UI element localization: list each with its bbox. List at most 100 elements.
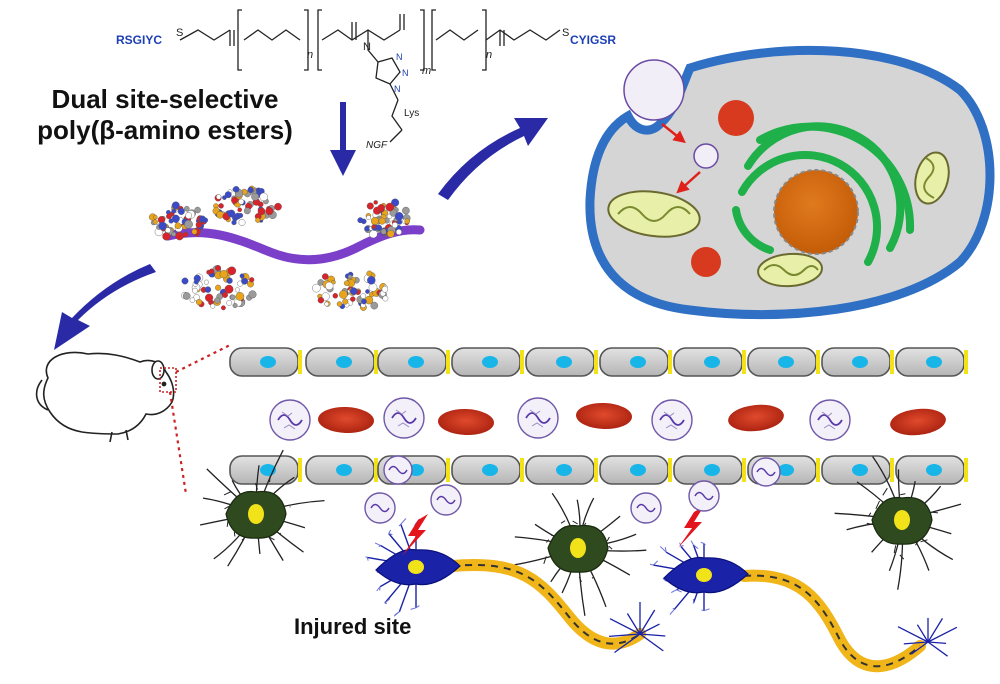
tight-junction <box>298 350 302 374</box>
endothelial-cell <box>229 455 299 485</box>
nanoparticle <box>651 399 693 441</box>
tight-junction <box>816 458 820 482</box>
zoom-dotted-lines <box>168 343 233 495</box>
tight-junction <box>890 458 894 482</box>
lysosome-top <box>718 100 754 136</box>
tight-junction <box>742 458 746 482</box>
cell <box>585 45 995 320</box>
endothelial-cell <box>821 455 891 485</box>
nanoparticle <box>364 492 396 524</box>
axon-terminal <box>609 602 666 654</box>
chemical-structure <box>179 9 561 143</box>
chemical-labels: RSGIYC S n N m n S CYIGSR N N N Lys NGF <box>116 27 616 151</box>
protein-cluster-group <box>148 185 411 311</box>
endothelial-cell <box>229 347 299 377</box>
nitrogen-label: N <box>363 41 371 53</box>
triazole-n3: N <box>394 84 401 94</box>
red-blood-cell <box>890 408 946 436</box>
tight-junction <box>964 350 968 374</box>
injury-lightning <box>402 506 704 556</box>
tight-junction <box>374 458 378 482</box>
tight-junction <box>594 458 598 482</box>
tight-junction <box>520 458 524 482</box>
astrocyte <box>199 449 325 567</box>
sulfur-left-label: S <box>176 27 183 39</box>
red-blood-cell <box>728 404 784 432</box>
tight-junction <box>742 350 746 374</box>
blood-contents <box>269 397 946 487</box>
endothelial-cell <box>525 347 595 377</box>
nanoparticle-entering <box>623 59 719 169</box>
right-peptide-label: CYIGSR <box>570 33 616 47</box>
vessel-upper-row <box>229 347 968 377</box>
arrow-to-cell <box>438 118 548 200</box>
protein-cluster <box>312 270 389 311</box>
endothelial-cell <box>451 455 521 485</box>
tight-junction <box>964 458 968 482</box>
red-blood-cell <box>318 406 374 434</box>
repeat-m-label: m <box>422 65 431 77</box>
nanoparticle-transcytosis <box>751 457 781 487</box>
axon-terminal <box>897 617 958 657</box>
protein-cluster <box>181 265 257 311</box>
nanoparticle <box>269 399 311 441</box>
title-line-2: poly(β-amino esters) <box>37 115 293 145</box>
protein-cluster <box>357 198 411 239</box>
injured-site-label: Injured site <box>294 614 412 639</box>
endothelial-cell <box>305 347 375 377</box>
endothelial-cell <box>377 347 447 377</box>
vessel-lower-row <box>229 455 968 485</box>
lysosome-bottom <box>691 247 721 277</box>
triazole-n1: N <box>396 52 403 62</box>
protein-cluster <box>148 201 209 241</box>
tight-junction <box>298 458 302 482</box>
astrocyte <box>514 492 647 616</box>
tight-junction <box>594 350 598 374</box>
mitochondria <box>607 151 950 288</box>
mouse-outline <box>35 351 175 443</box>
endothelial-cell <box>525 455 595 485</box>
endothelial-cell <box>895 455 965 485</box>
diagram-title: Dual site-selective poly(β-amino esters) <box>20 84 310 146</box>
endothelial-cell <box>821 347 891 377</box>
ngf-label: NGF <box>366 140 388 151</box>
endothelial-cell <box>673 455 743 485</box>
tight-junction <box>446 350 450 374</box>
axons <box>446 559 926 673</box>
tight-junction <box>668 350 672 374</box>
arrow-to-mouse <box>54 264 156 350</box>
repeat-n2-label: n <box>486 49 492 61</box>
tight-junction <box>520 350 524 374</box>
nanoparticle <box>430 484 462 516</box>
neurons <box>365 518 958 657</box>
endothelial-cell <box>305 455 375 485</box>
tight-junction <box>446 458 450 482</box>
neuron-nanoparticles <box>364 480 720 524</box>
red-blood-cell <box>576 402 632 430</box>
endoplasmic-reticulum <box>732 122 915 266</box>
nanoparticle <box>809 399 851 441</box>
nucleus <box>773 169 859 255</box>
triazole-n2: N <box>402 68 409 78</box>
nanoparticle <box>517 397 559 439</box>
neuron <box>365 518 461 617</box>
tight-junction <box>668 458 672 482</box>
astrocyte <box>834 456 962 590</box>
protein-cluster <box>212 185 282 226</box>
endothelial-cell <box>599 455 669 485</box>
lys-label: Lys <box>404 108 419 119</box>
neuron <box>649 540 749 615</box>
mouse-highlight <box>159 367 177 393</box>
tight-junction <box>890 350 894 374</box>
red-blood-cell <box>438 408 494 436</box>
nanoparticle <box>383 397 425 439</box>
tight-junction <box>816 350 820 374</box>
tight-junction <box>374 350 378 374</box>
sulfur-right-label: S <box>562 27 569 39</box>
nanoparticle <box>688 480 720 512</box>
endothelial-cell <box>895 347 965 377</box>
endothelial-cell <box>451 347 521 377</box>
arrow-down <box>330 102 356 176</box>
endothelial-cell <box>673 347 743 377</box>
